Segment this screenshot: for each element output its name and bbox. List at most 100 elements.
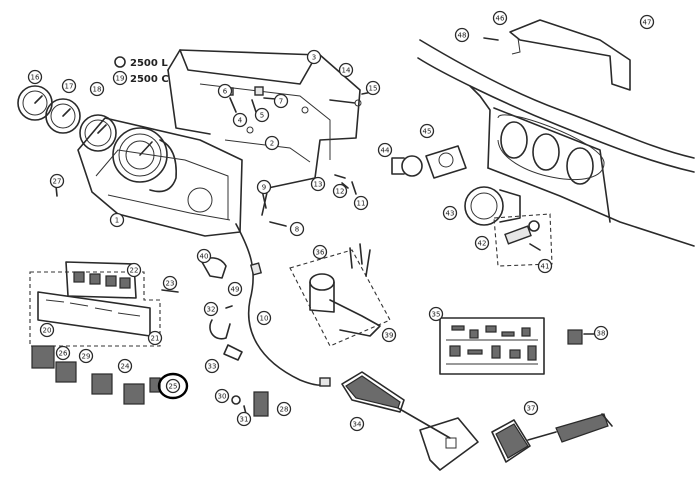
callout-37: 37	[523, 400, 539, 416]
callout-33: 33	[204, 358, 220, 374]
printed-circuit-board	[439, 317, 545, 375]
callout-number: 39	[385, 332, 394, 340]
wiper-switch-stalk	[491, 413, 613, 463]
callout-bubble	[61, 78, 77, 94]
callout-32: 32	[203, 301, 219, 317]
callout-41: 41	[537, 258, 553, 274]
callout-11: 11	[353, 195, 369, 211]
callout-43: 43	[442, 205, 458, 221]
callout-number: 14	[342, 67, 351, 75]
callout-bubble	[338, 62, 354, 78]
callout-34: 34	[349, 416, 365, 432]
callout-number: 42	[478, 240, 487, 248]
callout-bubble	[232, 112, 248, 128]
callout-28: 28	[276, 401, 292, 417]
callout-bubble	[217, 83, 233, 99]
callout-number: 27	[53, 178, 62, 186]
callout-number: 29	[82, 353, 91, 361]
callout-4: 4	[232, 112, 248, 128]
callout-22: 22	[126, 262, 142, 278]
callout-10: 10	[256, 310, 272, 326]
callout-number: 30	[218, 393, 227, 401]
callout-number: 6	[223, 88, 228, 96]
callout-number: 8	[295, 226, 299, 234]
callout-bubble	[353, 195, 369, 211]
callout-16: 16	[27, 69, 43, 85]
callout-number: 22	[130, 267, 139, 275]
highlight-ring	[157, 372, 189, 400]
callout-44: 44	[377, 142, 393, 158]
callout-bubble	[109, 212, 125, 228]
callout-bubble	[214, 388, 230, 404]
callout-number: 21	[151, 335, 160, 343]
callout-number: 23	[166, 280, 175, 288]
callout-bubble	[196, 248, 212, 264]
callout-number: 18	[93, 86, 102, 94]
callout-number: 34	[353, 421, 362, 429]
callout-number: 35	[432, 311, 441, 319]
callout-13: 13	[310, 176, 326, 192]
callout-bubble	[312, 244, 328, 260]
callout-bubble	[306, 49, 322, 65]
callout-7: 7	[273, 93, 289, 109]
callout-14: 14	[338, 62, 354, 78]
callout-46: 46	[492, 10, 508, 26]
right-gauge-assembly	[391, 145, 521, 226]
callout-number: 38	[597, 330, 606, 338]
connector-plug	[567, 329, 595, 345]
callout-bubble	[289, 221, 305, 237]
callout-25: 25	[165, 378, 181, 394]
cover-bracket	[483, 19, 631, 91]
callout-number: 17	[65, 83, 74, 91]
callout-bubble	[112, 70, 128, 86]
callout-number: 10	[260, 315, 269, 323]
callout-40: 40	[196, 248, 212, 264]
callout-bubble	[264, 135, 280, 151]
callout-17: 17	[61, 78, 77, 94]
callout-2: 2	[264, 135, 280, 151]
callout-15: 15	[365, 80, 381, 96]
variant-label-2500c: 2500 C	[130, 74, 169, 85]
callout-number: 45	[423, 128, 432, 136]
callout-18: 18	[89, 81, 105, 97]
callout-number: 1	[115, 217, 119, 225]
callout-bubble	[428, 306, 444, 322]
callout-bubble	[27, 69, 43, 85]
callout-bubble	[39, 322, 55, 338]
callout-number: 9	[262, 184, 266, 192]
callout-bubble	[49, 173, 65, 189]
callout-bubble	[454, 27, 470, 43]
callout-number: 7	[279, 98, 283, 106]
callout-bubble	[256, 310, 272, 326]
callout-21: 21	[147, 330, 163, 346]
callout-bubble	[89, 81, 105, 97]
mounting-bracket-frame	[167, 49, 361, 216]
callout-26: 26	[55, 345, 71, 361]
callout-bubble	[377, 142, 393, 158]
relay-bracket	[289, 243, 391, 347]
callout-6: 6	[217, 83, 233, 99]
callout-number: 24	[121, 363, 130, 371]
speedometer-cable	[201, 223, 331, 387]
callout-bubble	[162, 275, 178, 291]
callout-bubble	[310, 176, 326, 192]
callout-number: 40	[200, 253, 209, 261]
callout-number: 36	[316, 249, 325, 257]
callout-45: 45	[419, 123, 435, 139]
callout-bubble	[273, 93, 289, 109]
callout-number: 32	[207, 306, 216, 314]
callout-number: 12	[336, 188, 345, 196]
callout-bubble	[365, 80, 381, 96]
callout-number: 37	[527, 405, 536, 413]
callout-number: 28	[280, 406, 289, 414]
callout-bubble	[474, 235, 490, 251]
callout-bubble	[117, 358, 133, 374]
callout-bubble	[381, 327, 397, 343]
callout-bubble	[227, 281, 243, 297]
callout-27: 27	[49, 173, 65, 189]
callout-30: 30	[214, 388, 230, 404]
callout-number: 43	[446, 210, 455, 218]
callout-bubble	[639, 14, 655, 30]
